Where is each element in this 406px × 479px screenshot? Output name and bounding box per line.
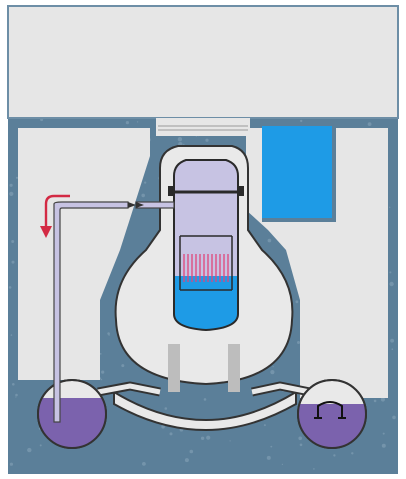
concrete-speckle xyxy=(177,137,183,142)
concrete-speckle xyxy=(9,191,14,196)
concrete-speckle xyxy=(39,444,42,447)
concrete-speckle xyxy=(270,445,273,448)
concrete-speckle xyxy=(392,415,396,420)
concrete-speckle xyxy=(8,286,12,289)
concrete-speckle xyxy=(272,366,274,368)
wetwell-floor xyxy=(113,390,297,432)
concrete-speckle xyxy=(161,425,165,429)
concrete-speckle xyxy=(15,393,18,397)
vent-line-right-inner xyxy=(251,383,311,395)
vent-line-left-inner xyxy=(97,383,161,395)
concrete-speckle xyxy=(391,348,394,351)
concrete-speckle xyxy=(144,181,147,184)
concrete-speckle xyxy=(11,260,15,264)
concrete-speckle xyxy=(351,452,354,455)
concrete-speckle xyxy=(27,447,32,453)
refueling-slot xyxy=(156,118,250,136)
concrete-speckle xyxy=(263,424,266,427)
pedestal-left xyxy=(168,344,180,392)
concrete-speckle xyxy=(313,468,315,470)
concrete-speckle xyxy=(200,436,205,440)
pedestal-right xyxy=(228,344,240,392)
concrete-speckle xyxy=(169,432,173,436)
concrete-speckle xyxy=(389,271,392,274)
concrete-speckle xyxy=(203,398,207,401)
concrete-speckle xyxy=(333,454,336,457)
fuel-pool xyxy=(262,126,332,218)
concrete-speckle xyxy=(189,449,194,454)
sparger xyxy=(317,401,343,418)
concrete-speckle xyxy=(184,458,189,463)
right-cell xyxy=(246,128,388,398)
concrete-speckle xyxy=(100,378,103,381)
concrete-speckle xyxy=(297,341,300,344)
fuel-rods xyxy=(183,254,229,282)
reactor-vessel xyxy=(168,159,244,332)
concrete-speckle xyxy=(300,119,303,123)
concrete-speckle xyxy=(15,396,17,398)
concrete-speckle xyxy=(101,370,105,374)
concrete-speckle xyxy=(141,193,145,198)
concrete-speckle xyxy=(206,435,211,440)
suppression-pool-right xyxy=(297,379,367,449)
concrete-speckle xyxy=(389,206,391,208)
concrete-speckle xyxy=(381,443,386,448)
concrete-speckle xyxy=(295,300,299,304)
concrete-speckle xyxy=(205,138,209,142)
concrete-speckle xyxy=(267,238,272,243)
upper-building xyxy=(7,5,399,119)
concrete-speckle xyxy=(99,353,102,355)
concrete-speckle xyxy=(229,440,231,442)
concrete-speckle xyxy=(108,334,110,336)
left-cell xyxy=(18,128,150,380)
concrete-speckle xyxy=(389,281,394,287)
concrete-speckle xyxy=(15,176,19,179)
concrete-speckle xyxy=(12,383,15,386)
concrete-speckle xyxy=(107,332,110,335)
concrete-speckle xyxy=(281,463,283,465)
concrete-speckle xyxy=(136,121,139,123)
concrete-speckle xyxy=(298,436,303,441)
concrete-speckle xyxy=(390,338,394,343)
concrete-speckle xyxy=(142,462,146,466)
concrete-speckle xyxy=(9,462,13,466)
concrete-speckle xyxy=(9,183,13,187)
steam-line xyxy=(53,201,175,423)
concrete-speckle xyxy=(11,240,15,243)
concrete-speckle xyxy=(125,121,129,125)
concrete-speckle xyxy=(121,364,125,368)
concrete-speckle xyxy=(183,143,185,146)
flow-arrow xyxy=(40,194,70,238)
concrete-speckle xyxy=(299,443,303,447)
concrete-speckle xyxy=(10,334,13,336)
concrete-speckle xyxy=(380,397,385,402)
concrete-speckle xyxy=(270,370,275,375)
concrete-speckle xyxy=(382,432,385,435)
concrete-speckle xyxy=(373,399,377,403)
steam-valve xyxy=(128,202,136,208)
concrete-speckle xyxy=(367,122,372,126)
concrete-speckle xyxy=(164,407,168,410)
concrete-speckle xyxy=(266,455,271,460)
